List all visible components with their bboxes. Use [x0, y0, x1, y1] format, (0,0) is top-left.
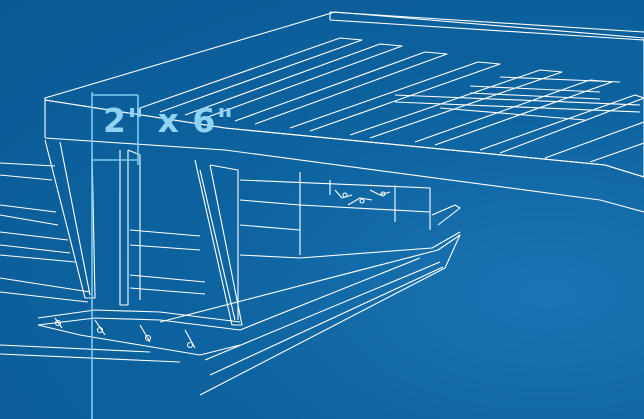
left-bracket	[44, 139, 141, 306]
beam-7	[129, 229, 201, 237]
plate-edge-1	[54, 317, 63, 329]
plate-base	[37, 324, 241, 356]
deck-front-edge-lower	[44, 137, 644, 213]
bolt-c	[380, 191, 386, 197]
middle-brace	[194, 159, 243, 326]
blocking-1	[394, 94, 641, 106]
channel-base-2	[209, 266, 444, 376]
blocking-3	[439, 107, 586, 121]
plate-bolt-3	[144, 334, 152, 342]
beam-3	[299, 172, 431, 213]
bracket-c	[369, 189, 391, 196]
back-rim-lower	[329, 19, 644, 41]
left-rail-11	[0, 353, 181, 363]
bolt-a	[342, 192, 348, 198]
left-bracket-outer	[44, 139, 96, 299]
blocking-6	[499, 76, 621, 83]
dimension-callout	[91, 92, 139, 419]
left-rail-7	[0, 254, 76, 263]
deck-joists	[139, 37, 644, 163]
beam-9	[129, 274, 206, 283]
plate-bolt-2	[96, 326, 104, 334]
left-rail-5	[0, 231, 69, 241]
left-post-side	[127, 149, 141, 300]
joist-7	[479, 94, 644, 154]
channel-back	[431, 204, 461, 226]
beam-1	[239, 179, 431, 230]
left-rail-3	[0, 204, 57, 213]
channel-base	[204, 261, 441, 361]
channel-front	[159, 234, 461, 396]
left-rail-1	[0, 162, 56, 167]
beam-6	[239, 224, 301, 231]
joist-1	[139, 37, 363, 113]
joist-2	[184, 43, 403, 119]
channel-top	[299, 231, 461, 259]
deck-front-edge	[44, 99, 644, 178]
joist-4	[289, 61, 501, 132]
bracket-b	[347, 197, 373, 206]
plate-bolt-1	[54, 319, 62, 327]
channel-inner	[239, 257, 421, 331]
brace-inner	[199, 169, 236, 321]
plate-edge-3	[139, 324, 151, 343]
deck-slab	[44, 11, 644, 213]
back-rim	[329, 11, 644, 33]
under-frame	[129, 172, 431, 295]
plate-edge-4	[184, 329, 196, 349]
beam-10	[129, 287, 206, 295]
bracket-a	[334, 189, 353, 199]
dimension-label: 2" x 6"	[103, 101, 235, 140]
left-bracket-inner	[59, 141, 91, 296]
plate-bolt-4	[186, 341, 194, 349]
left-rail-4	[0, 214, 59, 226]
blocking-2	[394, 101, 641, 113]
blocking-5	[469, 92, 601, 100]
joist-8	[544, 121, 644, 159]
left-rail-8	[0, 277, 91, 293]
blocking-4	[469, 85, 601, 93]
left-rails	[0, 162, 181, 363]
left-rail-9	[0, 291, 89, 303]
left-rail-6	[0, 244, 71, 254]
brace-left	[194, 159, 243, 326]
deck-blocking	[394, 76, 641, 121]
left-post-front	[119, 150, 129, 306]
plate-row-bot	[37, 317, 241, 331]
joist-3	[234, 51, 448, 125]
joist-9	[589, 142, 644, 163]
left-rail-10	[0, 344, 151, 353]
beam-11	[239, 254, 301, 259]
floor-plates	[37, 309, 241, 356]
left-rail-2	[0, 174, 53, 181]
bolt-b	[359, 198, 365, 204]
beam-8	[129, 244, 201, 251]
channel	[159, 204, 461, 396]
brace-right	[209, 164, 239, 320]
plate-row-top	[37, 309, 241, 323]
bolt-brackets	[334, 189, 391, 206]
